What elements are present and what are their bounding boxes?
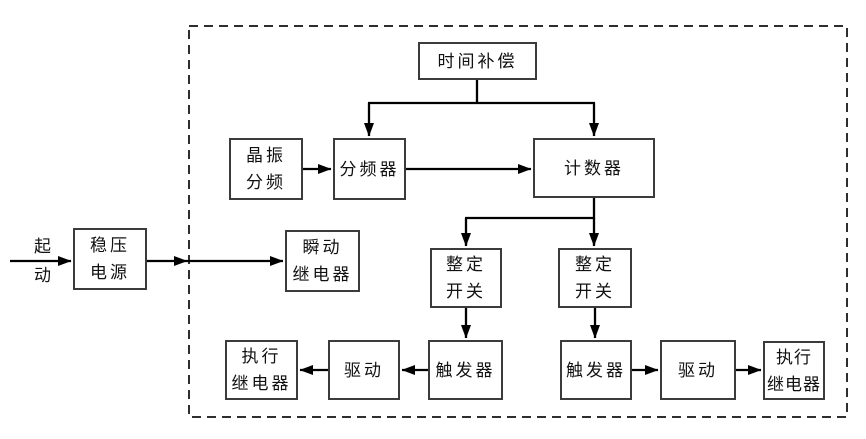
node-trigger-left: 触发器 [428, 340, 503, 400]
node-regulated-power-supply: 稳压 电源 [73, 228, 147, 290]
node-counter: 计数器 [533, 138, 655, 198]
node-frequency-divider: 分频器 [333, 138, 406, 200]
node-drive-right: 驱动 [660, 340, 736, 400]
node-time-compensation: 时间补偿 [418, 42, 537, 80]
node-trigger-right: 触发器 [560, 340, 632, 400]
node-executive-relay-left: 执行 继电器 [225, 340, 298, 400]
node-executive-relay-right: 执行 继电器 [763, 341, 825, 400]
start-label: 起 动 [34, 237, 52, 285]
node-instantaneous-relay: 瞬动 继电器 [285, 230, 360, 292]
node-setting-switch-right: 整定 开关 [558, 248, 632, 308]
node-drive-left: 驱动 [328, 340, 400, 400]
node-crystal-divider: 晶振 分频 [229, 138, 303, 200]
node-setting-switch-left: 整定 开关 [430, 248, 502, 308]
